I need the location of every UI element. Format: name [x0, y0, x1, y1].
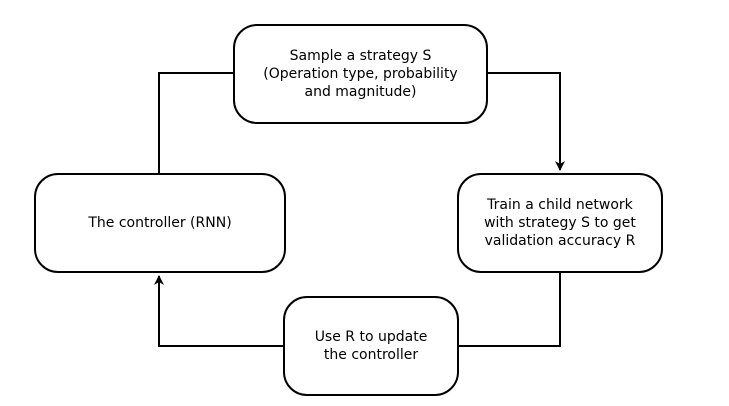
- node-update-controller-label: Use R to update the controller: [314, 329, 428, 363]
- edge-update-to-controller: [154, 275, 283, 347]
- node-train-child-network-label: Train a child network with strategy S to…: [484, 197, 636, 249]
- node-sample-strategy-label: Sample a strategy S (Operation type, pro…: [263, 48, 458, 100]
- node-sample-strategy: Sample a strategy S (Operation type, pro…: [233, 24, 488, 124]
- edge-train-to-update: [459, 273, 561, 347]
- edge-controller-to-sample: [158, 72, 233, 173]
- edge-sample-to-train: [488, 72, 565, 171]
- node-controller-rnn-label: The controller (RNN): [88, 215, 232, 231]
- node-train-child-network: Train a child network with strategy S to…: [457, 173, 663, 273]
- node-update-controller: Use R to update the controller: [283, 296, 459, 396]
- node-controller-rnn: The controller (RNN): [34, 173, 286, 273]
